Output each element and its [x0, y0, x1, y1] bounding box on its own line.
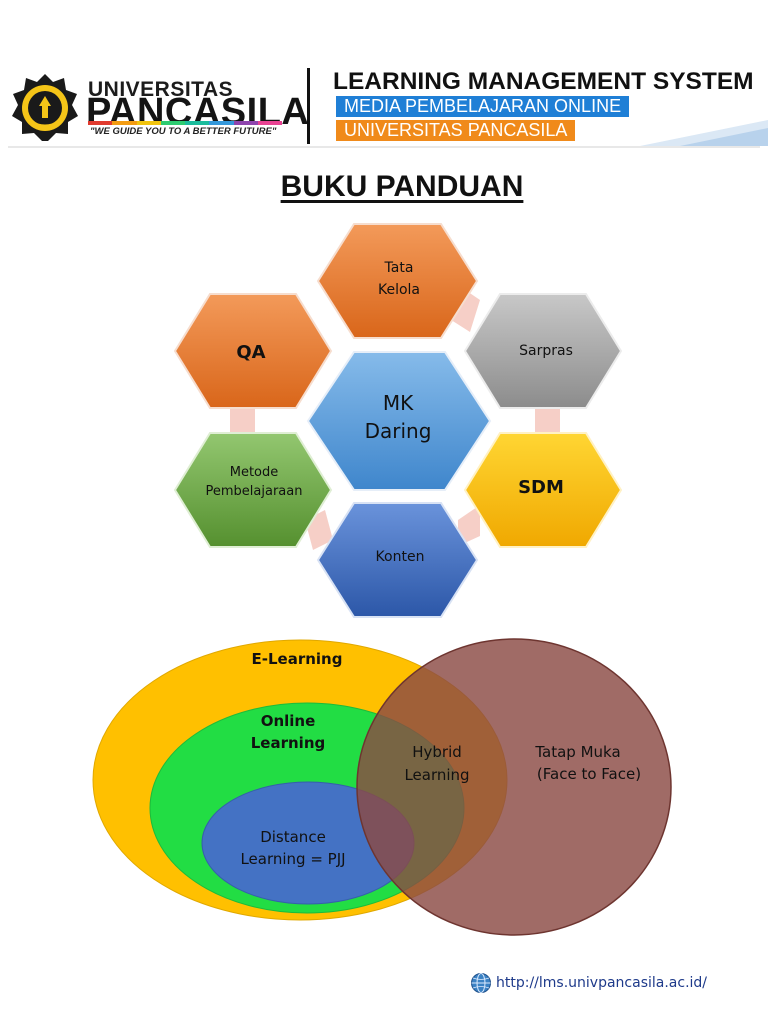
- venn-tatap-line2: (Face to Face): [537, 765, 641, 783]
- university-name-main: PANCASILA: [86, 91, 310, 133]
- hex-qa: QA: [173, 293, 333, 409]
- hex-konten: Konten: [316, 502, 479, 618]
- banner-media-online: MEDIA PEMBELAJARAN ONLINE: [336, 96, 630, 117]
- venn-hybrid-line1: Hybrid: [412, 743, 462, 761]
- header-line: [8, 146, 760, 148]
- globe-icon: [471, 973, 491, 993]
- venn-distance-line2: Learning = PJJ: [240, 850, 345, 868]
- footer: http://lms.univpancasila.ac.id/: [470, 970, 707, 996]
- stripe-segment: [209, 121, 234, 125]
- hex-konten-label: Konten: [376, 549, 425, 565]
- hex-sarpras: Sarpras: [463, 293, 623, 409]
- decorative-swoosh: [640, 120, 768, 146]
- university-name-top: UNIVERSITAS: [88, 78, 234, 101]
- stripe-segment: [185, 121, 210, 125]
- venn-tatap-line1: Tatap Muka: [534, 743, 620, 761]
- university-slogan: "WE GUIDE YOU TO A BETTER FUTURE": [90, 126, 277, 137]
- header: UNIVERSITAS PANCASILA "WE GUIDE YOU TO A…: [0, 0, 768, 150]
- hex-qa-label: QA: [236, 342, 265, 363]
- hex-sdm-label: SDM: [518, 477, 564, 498]
- stripe-segment: [257, 121, 282, 125]
- hex-center: MK Daring: [306, 351, 492, 491]
- document-title: BUKU PANDUAN: [280, 170, 524, 203]
- color-stripe: [88, 121, 282, 125]
- venn-online-line1: Online: [261, 712, 316, 730]
- hex-center-line1: MK: [383, 391, 414, 415]
- hex-sarpras-label: Sarpras: [519, 343, 573, 359]
- hex-tata-kelola-line2: Kelola: [378, 282, 420, 298]
- venn-hybrid-line2: Learning: [404, 766, 469, 784]
- system-title: LEARNING MANAGEMENT SYSTEM: [333, 68, 754, 95]
- hex-metode-line1: Metode: [230, 465, 279, 480]
- stripe-segment: [136, 121, 161, 125]
- venn-e-learning-label: E-Learning: [252, 650, 343, 668]
- hex-center-line2: Daring: [365, 419, 432, 443]
- hex-metode-line2: Pembelajaraan: [206, 484, 303, 499]
- stripe-segment: [160, 121, 185, 125]
- stripe-segment: [233, 121, 258, 125]
- header-divider: [307, 68, 310, 144]
- venn-tatap-muka: [356, 638, 672, 936]
- venn-online-line2: Learning: [251, 734, 326, 752]
- hex-sdm: SDM: [463, 432, 623, 548]
- hex-metode: Metode Pembelajaraan: [173, 432, 333, 548]
- banner-university: UNIVERSITAS PANCASILA: [336, 120, 576, 141]
- venn-distance-line1: Distance: [260, 828, 326, 846]
- website-link[interactable]: http://lms.univpancasila.ac.id/: [496, 975, 708, 991]
- university-seal-icon: [12, 74, 78, 141]
- stripe-segment: [112, 121, 137, 125]
- hex-tata-kelola: Tata Kelola: [316, 223, 479, 339]
- stripe-segment: [88, 121, 113, 125]
- hex-tata-kelola-line1: Tata: [384, 260, 414, 276]
